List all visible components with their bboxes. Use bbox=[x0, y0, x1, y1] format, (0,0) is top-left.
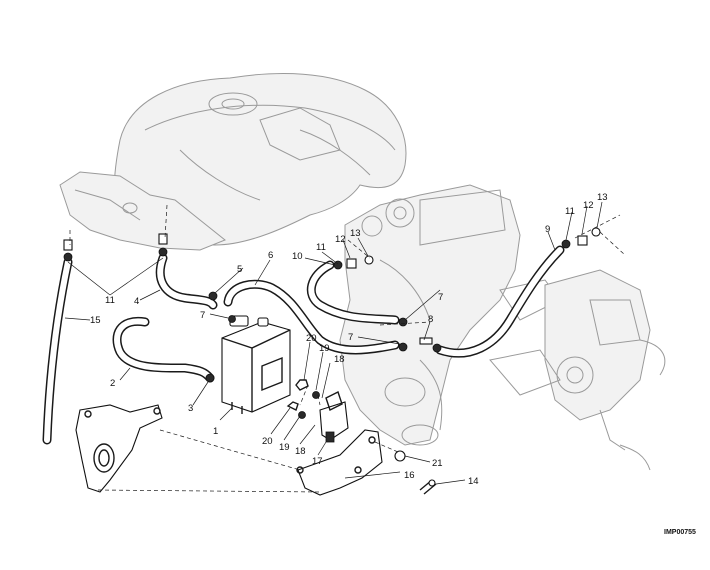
callout-11a: 11 bbox=[105, 295, 115, 306]
hose-2 bbox=[112, 316, 215, 383]
callout-15: 15 bbox=[90, 315, 101, 326]
callout-18a: 18 bbox=[334, 354, 345, 365]
callout-4: 4 bbox=[134, 296, 139, 307]
hose-10 bbox=[306, 260, 400, 325]
callout-12b: 12 bbox=[583, 200, 594, 211]
leader-lines bbox=[64, 201, 603, 485]
bracket-16-17 bbox=[296, 391, 383, 496]
canister bbox=[221, 315, 291, 414]
callout-18b: 18 bbox=[295, 446, 306, 457]
callout-10: 10 bbox=[292, 251, 303, 262]
hose-4 bbox=[155, 253, 218, 310]
bracket-left bbox=[75, 404, 163, 493]
callout-16: 16 bbox=[404, 470, 415, 481]
callout-3: 3 bbox=[188, 403, 193, 414]
callout-13a: 13 bbox=[350, 228, 361, 239]
clamp-set bbox=[63, 227, 601, 495]
callout-11c: 11 bbox=[565, 206, 575, 217]
callout-14: 14 bbox=[468, 476, 479, 487]
assembly-guides bbox=[69, 204, 626, 493]
callout-7c: 7 bbox=[438, 292, 443, 303]
callout-labels: 11 15 4 2 3 1 5 6 7 10 11 12 13 7 7 8 9 … bbox=[90, 192, 608, 487]
callout-1: 1 bbox=[213, 426, 218, 437]
callout-20a: 20 bbox=[306, 333, 317, 344]
callout-19a: 19 bbox=[319, 343, 330, 354]
hose-9 bbox=[435, 245, 565, 358]
callout-20b: 20 bbox=[262, 436, 273, 447]
callout-12a: 12 bbox=[335, 234, 346, 245]
callout-7a: 7 bbox=[200, 310, 205, 321]
callout-11b: 11 bbox=[316, 242, 326, 253]
fuel-tank-outline bbox=[59, 73, 407, 251]
callout-8: 8 bbox=[428, 314, 433, 325]
engine-outline bbox=[339, 184, 666, 471]
callout-21: 21 bbox=[432, 458, 443, 469]
hose-15 bbox=[42, 257, 73, 445]
callout-9: 9 bbox=[545, 224, 550, 235]
callout-13b: 13 bbox=[597, 192, 608, 203]
callout-19b: 19 bbox=[279, 442, 290, 453]
callout-2: 2 bbox=[110, 378, 115, 389]
callout-17: 17 bbox=[312, 456, 323, 467]
drawing-code: IMP00755 bbox=[664, 529, 696, 536]
callout-6: 6 bbox=[268, 250, 273, 261]
callout-5: 5 bbox=[237, 264, 242, 275]
callout-7b: 7 bbox=[348, 332, 353, 343]
hose-6 bbox=[223, 279, 400, 355]
